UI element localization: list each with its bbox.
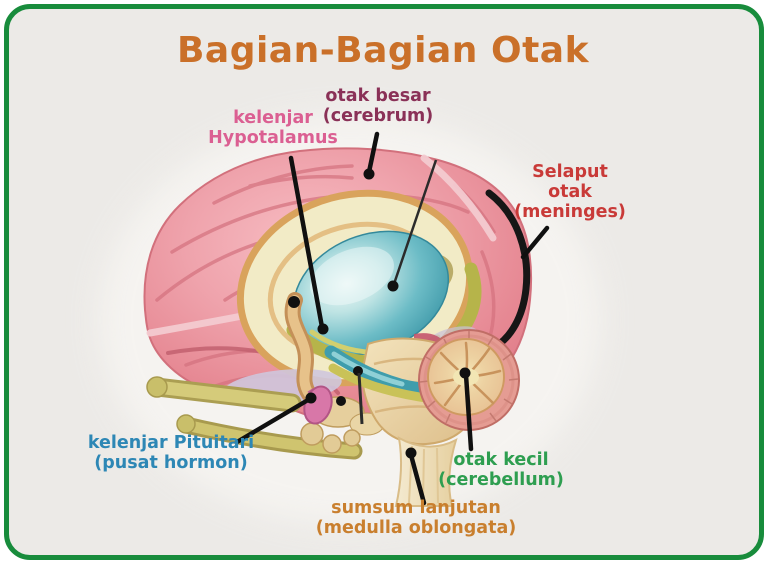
pointer-dots <box>305 168 471 459</box>
label-hypothalamus: kelenjar Hypotalamus <box>208 108 338 148</box>
label-medulla: sumsum lanjutan (medulla oblongata) <box>316 498 517 538</box>
label-cerebellum-line2: (cerebellum) <box>438 470 564 490</box>
base-callout-marks <box>288 159 438 425</box>
pointer-lines <box>234 131 550 506</box>
pointer-dot-cerebrum <box>363 168 375 180</box>
pointer-line-meninges <box>520 225 550 260</box>
fornix-column <box>287 295 314 399</box>
label-medulla-line2: (medulla oblongata) <box>315 518 517 538</box>
pointer-dot-medulla <box>405 447 417 459</box>
pointer-line-cerebellum <box>463 372 474 452</box>
page-title: Bagian-Bagian Otak <box>176 30 590 71</box>
label-hypothalamus-line1: kelenjar <box>233 108 313 128</box>
label-meninges-line3: (meninges) <box>514 202 626 222</box>
label-meninges-line2: otak <box>548 182 592 202</box>
pointer-dot-cerebellum <box>459 367 471 379</box>
label-meninges-line1: Selaput <box>532 162 608 182</box>
pointer-line-cerebrum <box>366 131 380 175</box>
label-pituitary-line2: (pusat hormon) <box>94 453 248 473</box>
label-medulla-line1: sumsum lanjutan <box>331 498 501 518</box>
label-cerebellum-line1: otak kecil <box>453 450 549 470</box>
pointer-line-pituitary <box>234 397 311 445</box>
pointer-line-hypothalamus <box>288 155 325 330</box>
pointer-line-medulla <box>408 452 427 506</box>
label-pituitary-line1: kelenjar Pituitari <box>87 433 255 453</box>
label-cerebrum-line2: (cerebrum) <box>322 106 434 126</box>
label-cerebrum: otak besar (cerebrum) <box>323 86 434 126</box>
label-pituitary: kelenjar Pituitari (pusat hormon) <box>88 433 254 473</box>
label-cerebellum: otak kecil (cerebellum) <box>438 450 564 490</box>
label-meninges: Selaput otak (meninges) <box>514 162 626 222</box>
ventricle-highlight <box>310 246 394 306</box>
pointer-dot-pituitary <box>305 392 317 404</box>
meninges-arc <box>485 189 531 351</box>
label-hypothalamus-line2: Hypotalamus <box>208 128 338 148</box>
pointer-dot-hypothalamus <box>317 323 329 335</box>
label-cerebrum-line1: otak besar <box>325 86 431 106</box>
